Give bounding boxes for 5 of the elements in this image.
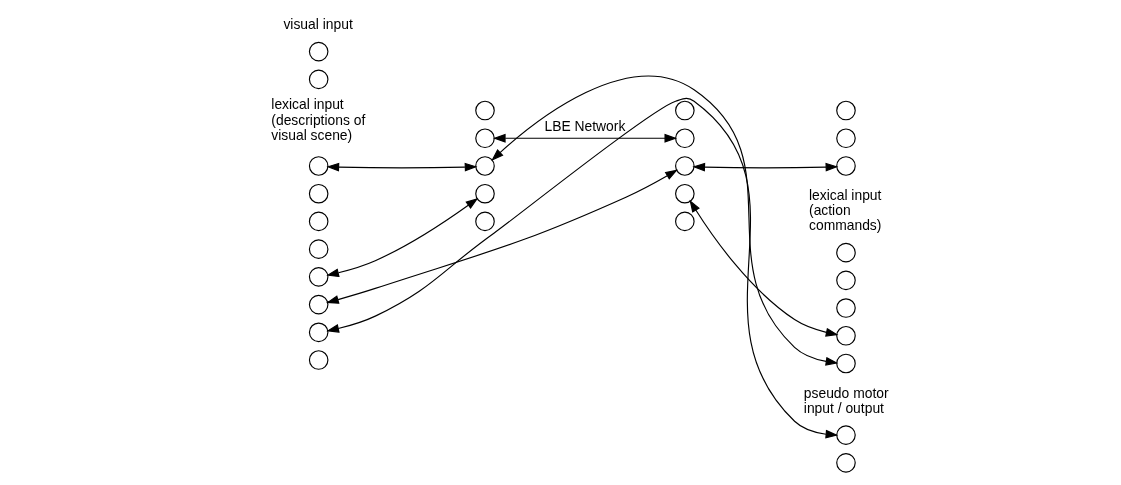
label: pseudo motor input / output xyxy=(803,384,889,416)
edge-label: LBE Network xyxy=(543,117,625,134)
label: lexical input (action commands) xyxy=(808,186,881,233)
label: visual input xyxy=(282,15,353,32)
label: lexical input (descriptions of visual scene) xyxy=(270,96,365,143)
